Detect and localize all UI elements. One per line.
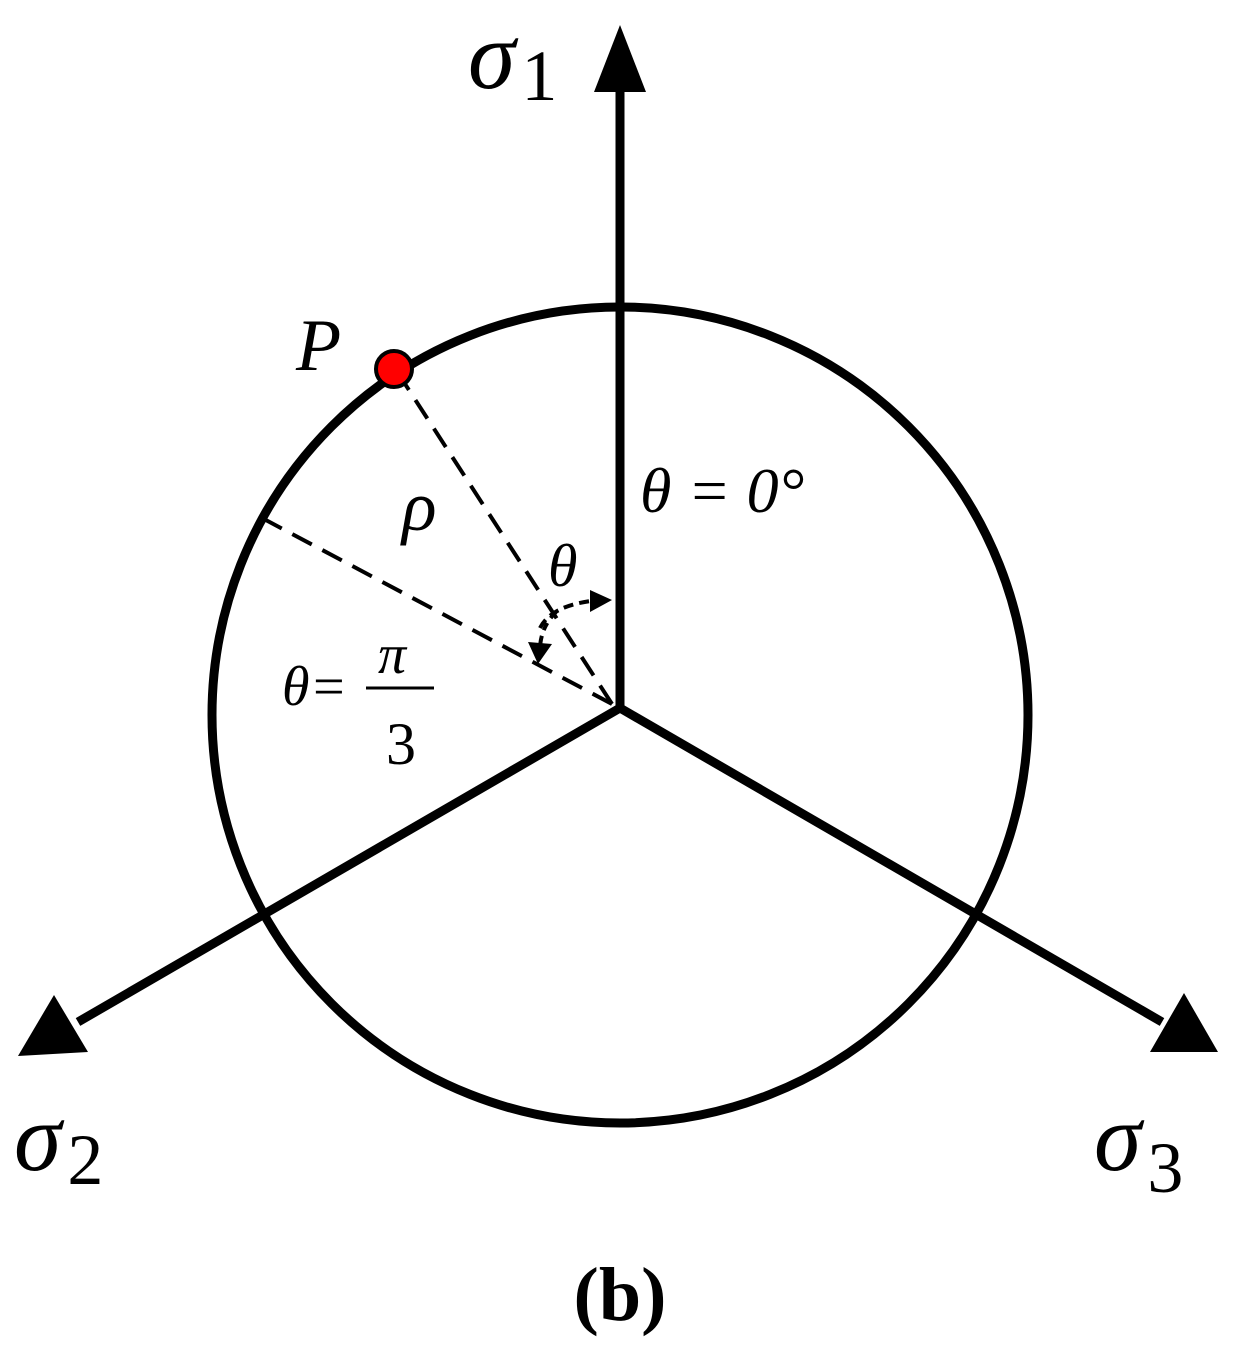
sigma1-arrowhead bbox=[594, 25, 646, 92]
theta-arc-arrowhead bbox=[590, 590, 612, 612]
theta-pi3-numerator: π bbox=[378, 624, 408, 686]
theta-zero-label: θ = 0° bbox=[640, 455, 804, 526]
point-p-label: P bbox=[295, 305, 341, 387]
sigma3-arrowhead bbox=[1150, 993, 1218, 1052]
theta-pi3-denominator: 3 bbox=[386, 711, 416, 777]
theta-angle-arc bbox=[538, 598, 601, 629]
panel-label: (b) bbox=[574, 1253, 667, 1337]
sigma1-label: σ1 bbox=[468, 2, 557, 116]
pi3-angle-arc bbox=[538, 610, 558, 651]
sigma3-axis bbox=[617, 704, 1165, 1026]
sigma2-label: σ2 bbox=[14, 1084, 103, 1200]
theta-pi3-prefix: θ= bbox=[282, 656, 347, 718]
pi3-arc-arrowhead bbox=[528, 642, 552, 664]
sigma2-axis bbox=[75, 704, 623, 1026]
theta-label: θ bbox=[548, 533, 577, 599]
sigma3-label: σ3 bbox=[1094, 1084, 1183, 1208]
rho-label: ρ bbox=[400, 466, 437, 546]
sigma2-arrowhead bbox=[18, 995, 88, 1056]
point-p-marker bbox=[374, 349, 414, 389]
